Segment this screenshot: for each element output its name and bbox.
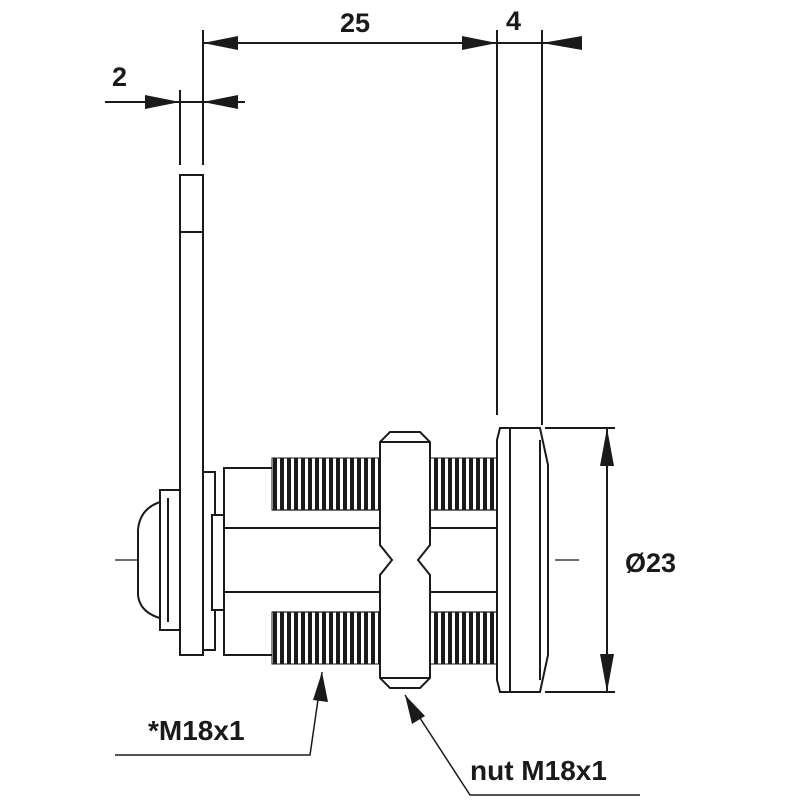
extension-lines	[179, 30, 615, 693]
callout-nut-thread: nut M18x1	[470, 755, 607, 786]
callout-body-thread: *M18x1	[148, 715, 245, 746]
leader-nut-thread	[404, 694, 640, 796]
dim-flange-diameter: Ø23	[625, 548, 676, 578]
thread-lower-left	[271, 611, 381, 665]
thread-upper-left	[271, 457, 381, 511]
cam-lever	[179, 174, 204, 656]
thread-upper-right	[429, 457, 499, 511]
dim-body-length: 25	[340, 8, 370, 38]
arrowheads	[145, 36, 614, 724]
dim-flange-thickness: 4	[506, 6, 521, 36]
thread-lower-right	[429, 611, 499, 665]
dim-lever-thickness: 2	[112, 62, 127, 92]
